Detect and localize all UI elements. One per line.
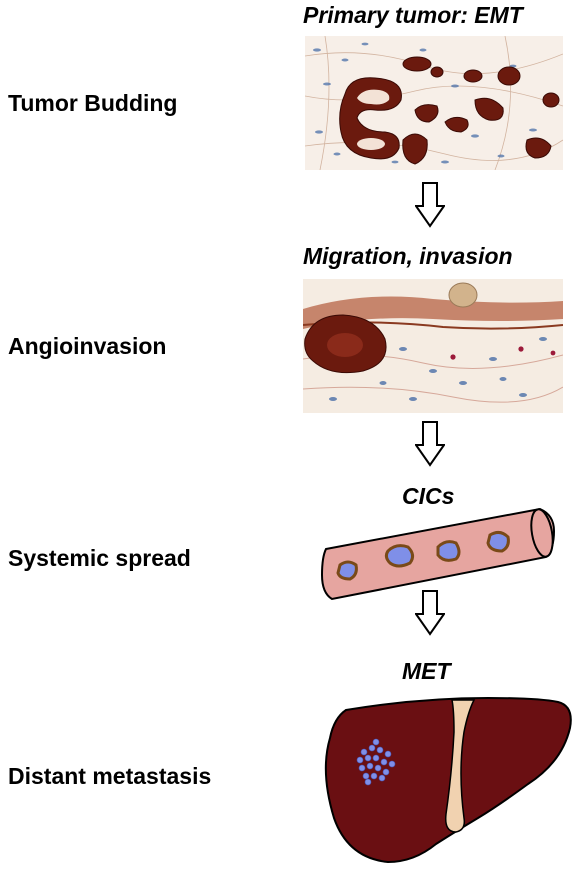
down-arrow-icon [415,421,445,467]
down-arrow-icon [415,590,445,636]
stage-label-systemic-spread: Systemic spread [8,545,191,571]
down-arrow-icon [415,182,445,228]
liver-icon [324,696,572,864]
stage-label-tumor-budding: Tumor Budding [8,90,178,116]
caption-cics: CICs [402,483,455,509]
caption-primary-tumor: Primary tumor: EMT [303,2,523,28]
caption-migration-invasion: Migration, invasion [303,243,513,269]
caption-met: MET [402,658,451,684]
stage-label-angioinvasion: Angioinvasion [8,333,167,359]
histology-tumor-budding-image [305,36,563,170]
stage-label-distant-metastasis: Distant metastasis [8,763,212,789]
histology-angioinvasion-image [303,279,563,413]
blood-vessel-icon [320,507,556,601]
